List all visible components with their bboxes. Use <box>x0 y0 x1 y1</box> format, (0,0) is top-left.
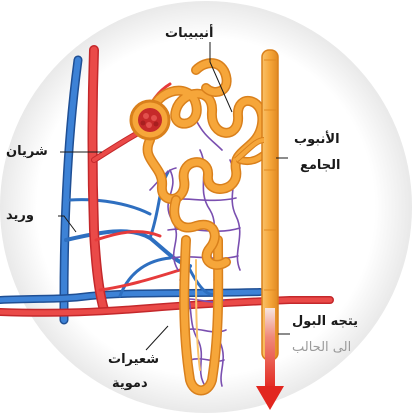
label-artery: شريان <box>6 144 48 160</box>
glomerulus <box>131 101 169 139</box>
label-capillaries-line1: شعيرات <box>108 352 159 368</box>
label-collecting-duct-line1: الأنبوب <box>294 132 340 148</box>
label-vein: وريد <box>6 208 34 224</box>
label-tubules: أنيبيبات <box>165 26 214 42</box>
label-urine-line2: الى الحالب <box>292 340 351 356</box>
label-collecting-duct-line2: الجامع <box>300 158 341 174</box>
label-capillaries-line2: دموية <box>112 376 148 392</box>
label-urine-line1: يتجه البول <box>292 314 358 330</box>
